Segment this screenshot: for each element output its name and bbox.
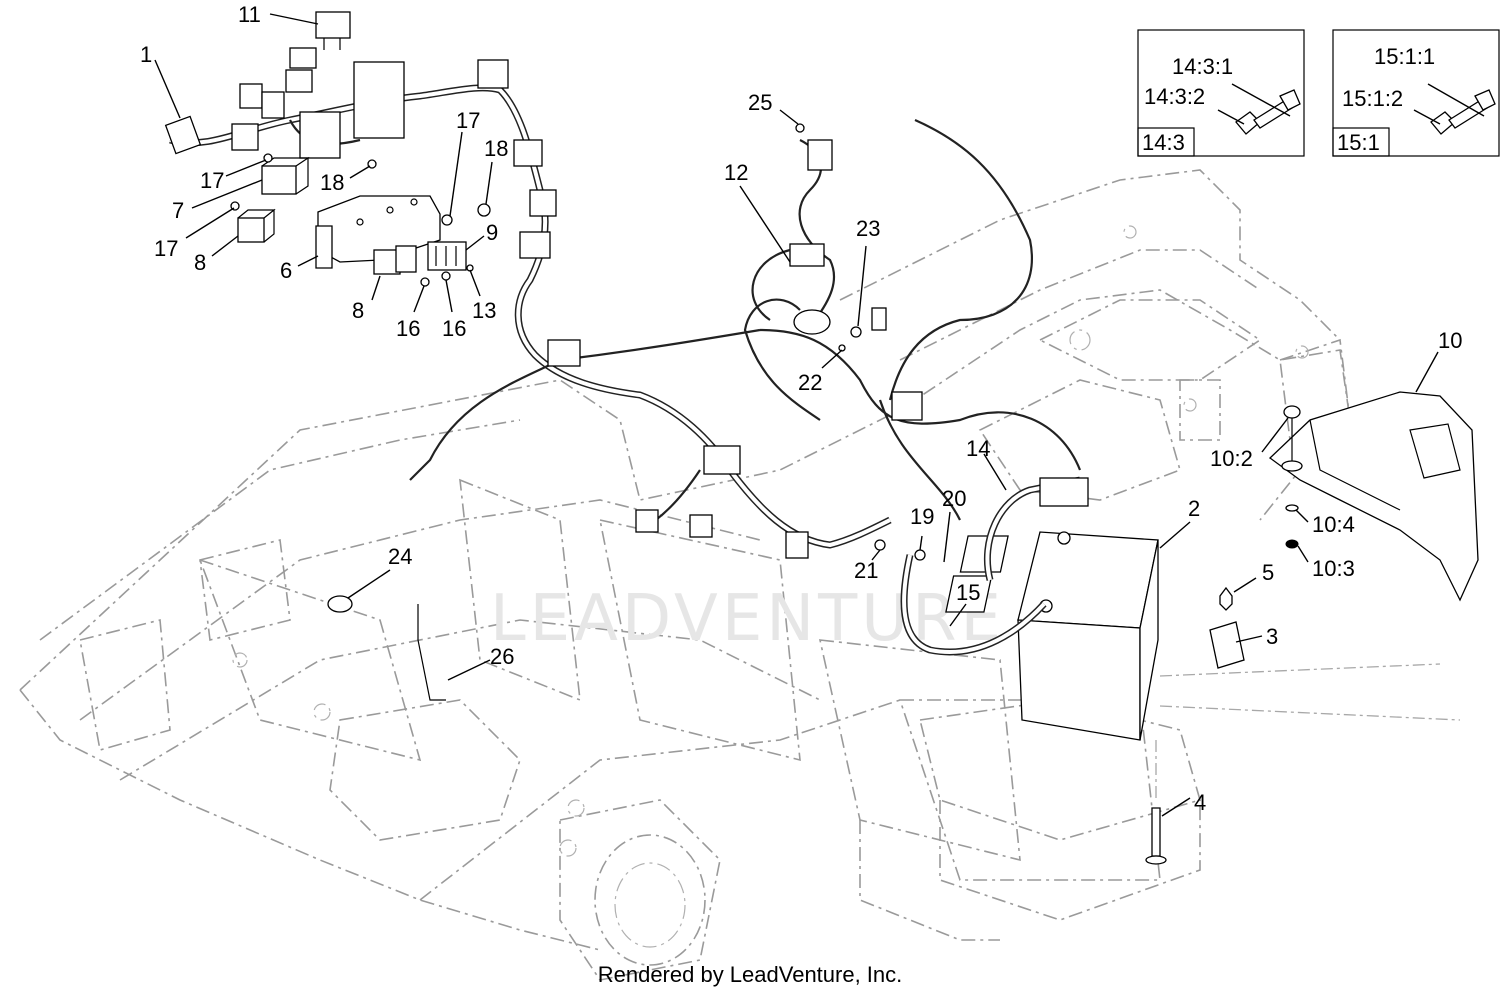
battery [945, 531, 1159, 741]
callout-10-4: 10:4 [1312, 512, 1355, 537]
callout-17: 17 [200, 168, 224, 193]
callout-10: 10 [1438, 328, 1462, 353]
clamps [327, 595, 446, 701]
callout-17-c: 17 [456, 108, 480, 133]
battery-cover [1268, 391, 1479, 602]
callout-labels: 1 2 3 4 5 6 7 8 8 9 10 10:2 10:4 10:3 11… [140, 2, 1462, 815]
detail-15-1-part-b: 15:1:2 [1342, 86, 1403, 111]
callout-7: 7 [172, 198, 184, 223]
leader-lines [154, 13, 1485, 817]
callout-20: 20 [942, 486, 966, 511]
callout-13: 13 [472, 298, 496, 323]
callout-23: 23 [856, 216, 880, 241]
callout-15: 15 [956, 580, 980, 605]
callout-18-b: 18 [484, 136, 508, 161]
callout-16: 16 [396, 316, 420, 341]
detail-15-1-label: 15:1 [1337, 130, 1380, 155]
callout-4: 4 [1194, 790, 1206, 815]
callout-10-2: 10:2 [1210, 446, 1253, 471]
connector-plug [289, 11, 351, 69]
callout-11: 11 [238, 2, 261, 27]
fuse-holder [427, 241, 467, 271]
callout-25: 25 [748, 90, 772, 115]
callout-5: 5 [1262, 560, 1274, 585]
callout-17-b: 17 [154, 236, 178, 261]
callout-3: 3 [1266, 624, 1278, 649]
detail-14-3-part-a: 14:3:1 [1172, 54, 1233, 79]
battery-cables [900, 476, 1089, 656]
callout-8: 8 [194, 250, 206, 275]
callout-21: 21 [854, 558, 878, 583]
callout-14: 14 [966, 436, 990, 461]
detail-14-3-label: 14:3 [1142, 130, 1185, 155]
small-hardware [230, 123, 926, 561]
chassis-frame [19, 169, 1351, 981]
detail-box-15-1 [1332, 29, 1500, 157]
callout-6: 6 [280, 258, 292, 283]
battery-hold-down [1145, 586, 1461, 865]
callout-1: 1 [140, 42, 152, 67]
detail-box-14-3 [1137, 29, 1305, 157]
detail-14-3-part-b: 14:3:2 [1144, 84, 1205, 109]
callout-2: 2 [1188, 496, 1200, 521]
callout-22: 22 [798, 370, 822, 395]
watermark: LEADVENTURE [490, 582, 1005, 656]
main-wire-harness [164, 59, 1082, 559]
footer-credit: Rendered by LeadVenture, Inc. [597, 962, 903, 987]
callout-10-3: 10:3 [1312, 556, 1355, 581]
relays [237, 156, 417, 275]
callout-8-b: 8 [352, 298, 364, 323]
callout-9: 9 [486, 220, 498, 245]
callout-24: 24 [388, 544, 412, 569]
callout-16-b: 16 [442, 316, 466, 341]
callout-26: 26 [490, 644, 514, 669]
callout-12: 12 [724, 160, 748, 185]
detail-15-1-part-a: 15:1:1 [1374, 44, 1435, 69]
callout-19: 19 [910, 504, 934, 529]
switch-harness [751, 139, 887, 335]
callout-18: 18 [320, 170, 344, 195]
